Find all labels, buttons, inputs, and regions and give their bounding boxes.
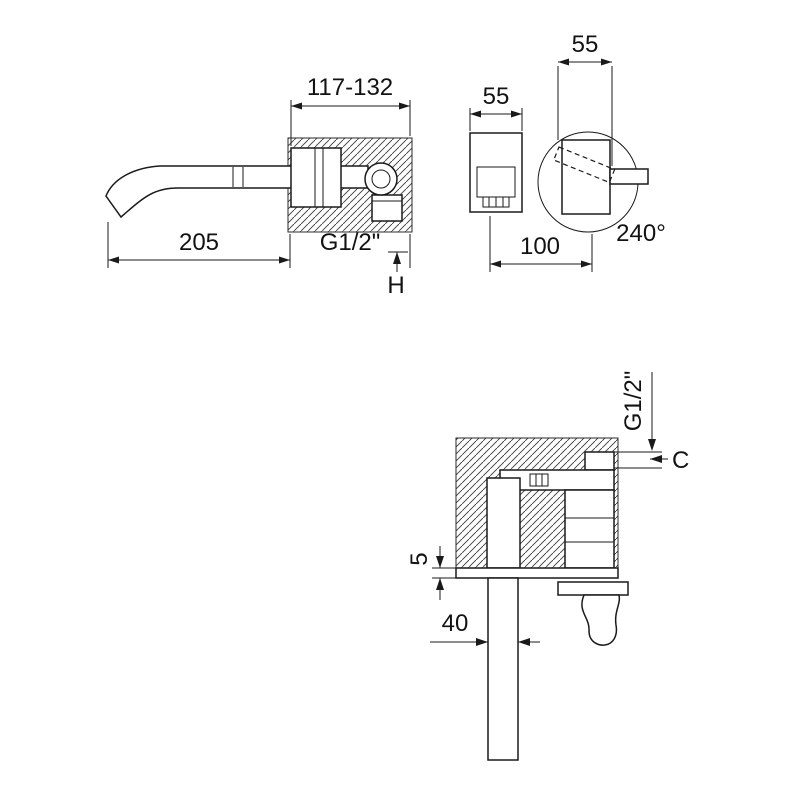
dim-depth-range: 117-132 (307, 74, 393, 101)
valve-body-plan (564, 489, 615, 569)
handle-body-front (561, 139, 611, 215)
dim-plate-thickness: 5 (406, 552, 433, 565)
handle-grip-plan (581, 594, 621, 646)
label-thread-plan: G1/2" (620, 371, 647, 432)
handle-arm-plan (557, 581, 629, 596)
plan-view: C G1/2" 5 40 (406, 371, 689, 761)
dim-center-distance: 100 (520, 233, 560, 260)
label-rotation-angle: 240° (616, 220, 666, 247)
inlet-connector-side (371, 194, 403, 222)
cartridge-circle (364, 162, 398, 196)
dim-bar-width: 40 (442, 610, 469, 637)
handle-lever-rotated (552, 146, 616, 184)
dim-handle-width: 55 (572, 31, 599, 58)
label-thread-side: G1/2" (320, 229, 381, 256)
inlet-connector-plan (584, 451, 615, 471)
dim-spout-length: 205 (179, 229, 219, 256)
handle-lever-front (609, 168, 649, 185)
dim-spout-width: 55 (483, 83, 510, 110)
front-view: 55 55 240° 100 (469, 31, 666, 272)
dim-height-ref: H (387, 272, 404, 299)
side-view: 117-132 205 G1/2" H (105, 74, 413, 299)
dim-clearance-ref: C (672, 447, 689, 474)
valve-body-side (290, 147, 342, 208)
spout-pipe-in-wall (486, 477, 521, 569)
escutcheon-plate (455, 567, 619, 579)
spout-pipe-projecting (487, 577, 519, 761)
